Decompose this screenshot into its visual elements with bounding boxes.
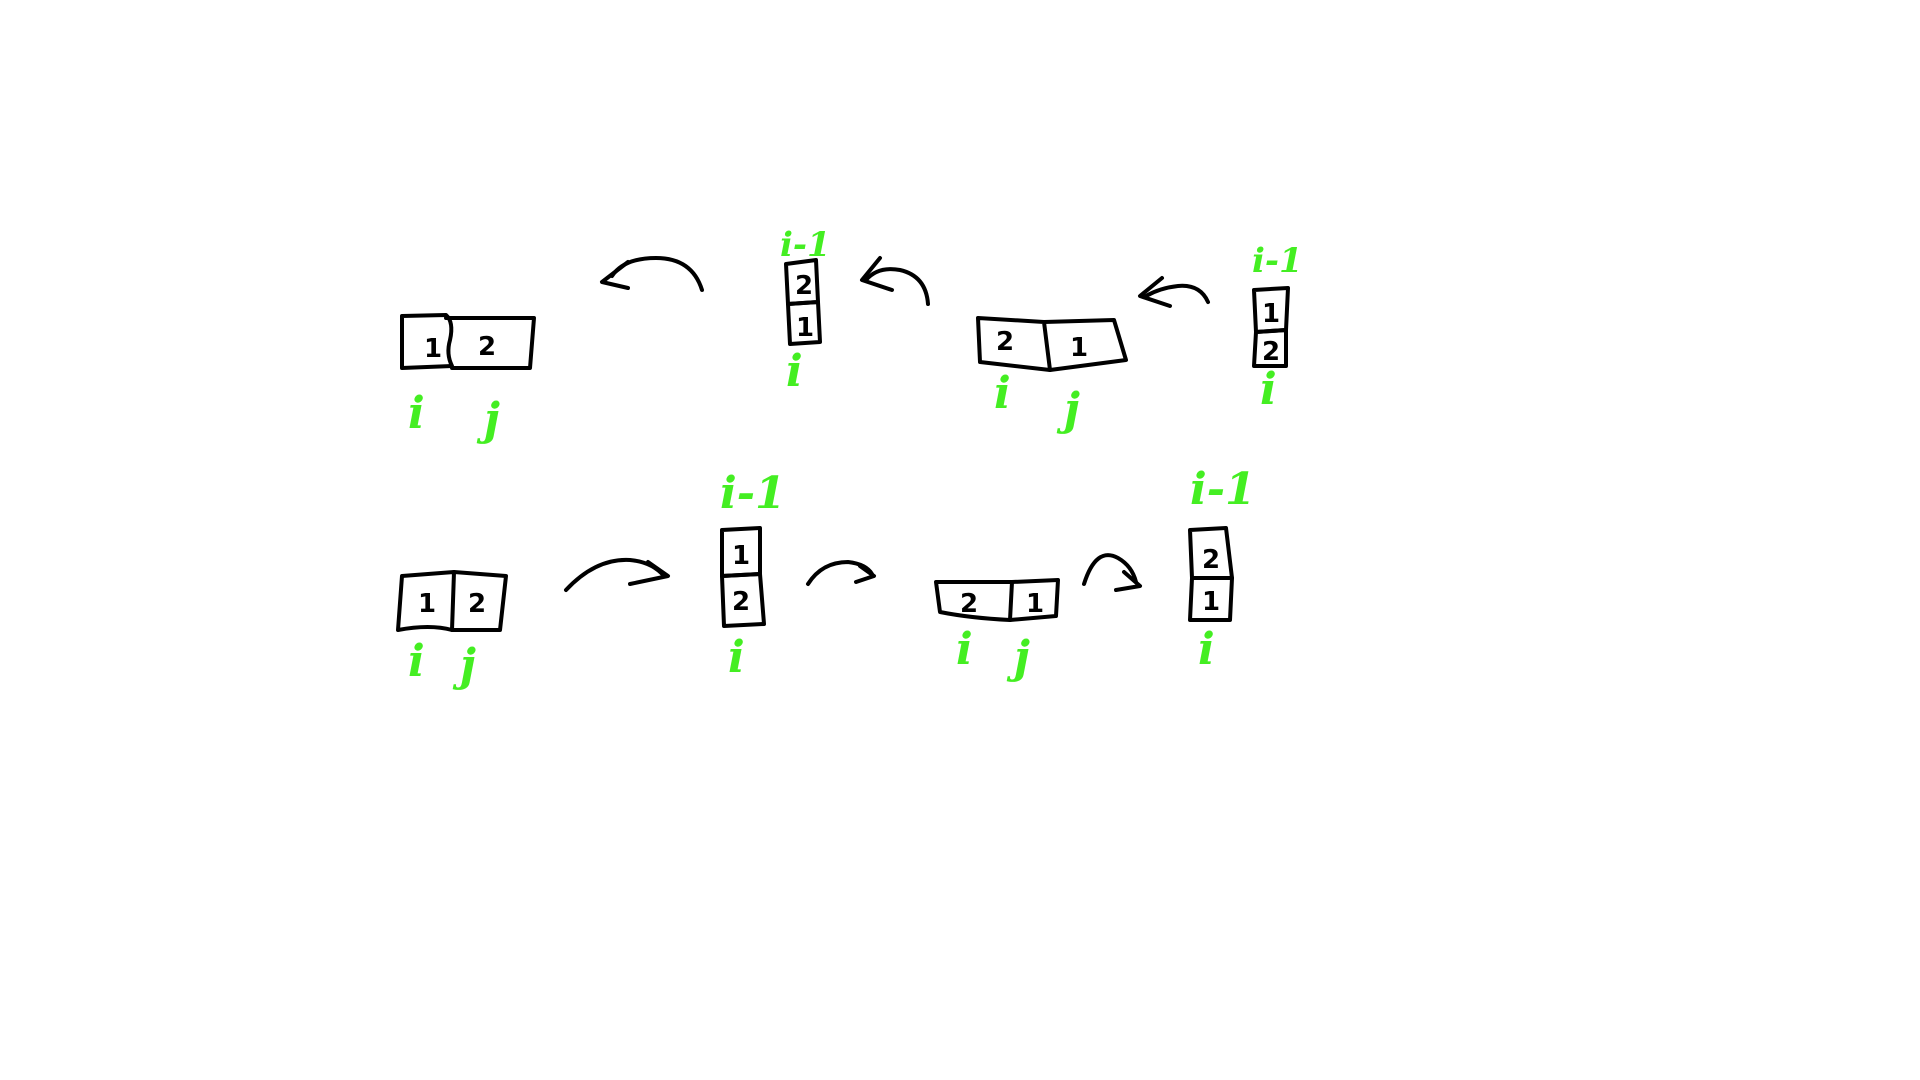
top-stack-1-label-top: i-1: [780, 225, 831, 265]
bottom-arrow-2: [806, 560, 876, 586]
bottom-stack-1-label-bottom: i: [728, 632, 745, 683]
bottom-arrow-1: [564, 557, 670, 592]
top-stack-1-digit-bottom: 1: [796, 313, 814, 343]
bottom-stack-2-label-bottom: i: [1198, 624, 1215, 675]
top-pair-2-label-j: j: [1056, 384, 1080, 435]
bottom-pair-2-digit-a: 2: [960, 589, 978, 619]
top-stack-2-digit-top: 1: [1262, 299, 1280, 329]
bottom-stack-2-label-top: i-1: [1190, 464, 1256, 515]
top-stack-2-label-bottom: i: [1260, 364, 1277, 415]
top-row: 1 2 i j i-1 2 1 i 2 1: [400, 225, 1303, 445]
top-stack-2-label-top: i-1: [1252, 241, 1303, 281]
bottom-pair-2-label-i: i: [956, 624, 973, 675]
top-pair-1: 1 2 i j: [400, 313, 536, 445]
bottom-stack-2-digit-top: 2: [1202, 545, 1220, 575]
top-pair-1-label-j: j: [476, 394, 500, 445]
top-arrow-3: [1138, 276, 1210, 308]
top-pair-1-cell-b: [444, 316, 536, 370]
top-pair-2-cell-b: [1042, 318, 1128, 372]
top-arrow-1: [600, 256, 704, 292]
bottom-stack-2-cell-bottom: [1188, 576, 1234, 622]
top-pair-2-digit-a: 2: [996, 327, 1014, 357]
top-stack-1: i-1 2 1 i: [780, 225, 831, 397]
bottom-arrow-3: [1082, 553, 1142, 592]
top-stack-1-label-bottom: i: [786, 346, 803, 397]
bottom-pair-2-digit-b: 1: [1026, 589, 1044, 619]
top-pair-1-digit-a: 1: [424, 334, 442, 364]
bottom-stack-1: i-1 1 2 i: [720, 468, 786, 683]
top-pair-1-label-i: i: [408, 388, 425, 439]
bottom-stack-1-label-top: i-1: [720, 468, 786, 519]
bottom-pair-1-label-j: j: [452, 640, 476, 691]
bottom-row: 1 2 i j i-1 1 2 i 2 1: [396, 464, 1256, 691]
bottom-pair-1-digit-b: 2: [468, 589, 486, 619]
bottom-pair-2-cell-b: [1008, 578, 1060, 622]
top-pair-2-label-i: i: [994, 368, 1011, 419]
bottom-pair-1-cell-b: [450, 570, 508, 632]
bottom-stack-1-digit-bottom: 2: [732, 587, 750, 617]
bottom-pair-1: 1 2 i j: [396, 570, 508, 691]
bottom-pair-2-label-j: j: [1006, 632, 1030, 683]
bottom-pair-1-label-i: i: [408, 636, 425, 687]
top-stack-1-digit-top: 2: [795, 271, 813, 301]
bottom-pair-1-digit-a: 1: [418, 589, 436, 619]
top-pair-1-digit-b: 2: [478, 332, 496, 362]
top-pair-2: 2 1 i j: [976, 316, 1128, 435]
top-arrow-2: [860, 256, 930, 306]
top-stack-1-cell-bottom: [786, 300, 822, 346]
top-stack-2-digit-bottom: 2: [1262, 337, 1280, 367]
bottom-stack-2: i-1 2 1 i: [1188, 464, 1256, 675]
bottom-stack-1-digit-top: 1: [732, 541, 750, 571]
bottom-stack-1-cell-bottom: [720, 572, 766, 628]
bottom-pair-2: 2 1 i j: [934, 578, 1060, 683]
bottom-stack-2-digit-bottom: 1: [1202, 587, 1220, 617]
top-stack-2-cell-bottom: [1252, 328, 1288, 368]
top-stack-2: i-1 1 2 i: [1252, 241, 1303, 415]
top-pair-2-digit-b: 1: [1070, 333, 1088, 363]
